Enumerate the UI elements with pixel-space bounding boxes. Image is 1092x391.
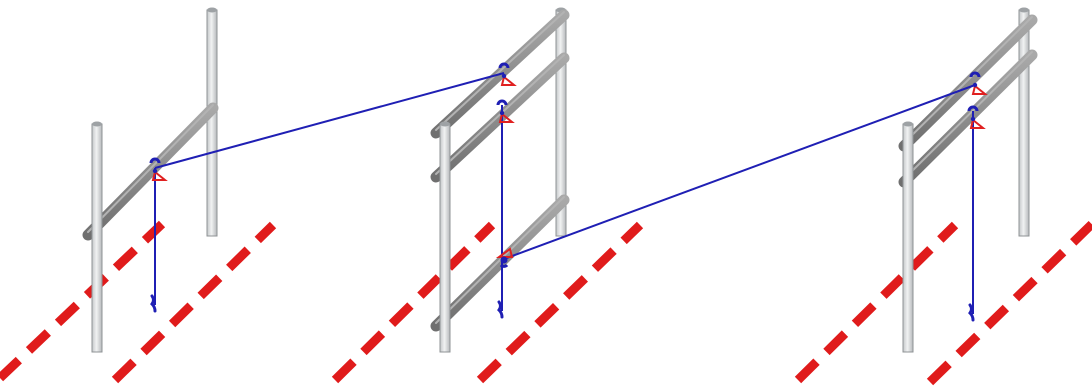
hazard-tape-line [111,221,277,384]
hazard-tape-line [476,221,644,384]
anchor-ring-icon [149,157,168,181]
horizontal-bar [430,194,570,332]
anchor-ring-icon [496,99,515,123]
horizontal-bar [898,49,1038,188]
post [439,121,451,353]
hazard-tape-line [331,221,496,384]
post [1018,7,1030,237]
rope-span [503,84,976,260]
rope-end-knot-icon [150,294,157,313]
anchor-ring-icon [498,62,517,86]
hazard-tape-line [926,220,1092,386]
rope-end-knot-icon [968,303,975,322]
anchor-ring-icon [967,105,986,129]
rope-end-knot-icon [497,300,504,319]
hazard-tape-line [0,220,166,382]
left-frame [82,7,219,353]
horizontal-bar [898,14,1038,152]
post [902,121,914,353]
horizontal-bar [82,102,219,241]
horizontal-bar [430,52,570,183]
anchor-ring-icon [969,71,988,95]
rope-span [154,72,505,169]
hazard-tape-group [0,220,1092,386]
post [91,121,103,353]
anchor-ring-icon [495,247,514,268]
right-frame [898,7,1038,353]
hazard-tape-line [794,221,959,384]
post [206,7,218,237]
rope-group [154,72,976,314]
